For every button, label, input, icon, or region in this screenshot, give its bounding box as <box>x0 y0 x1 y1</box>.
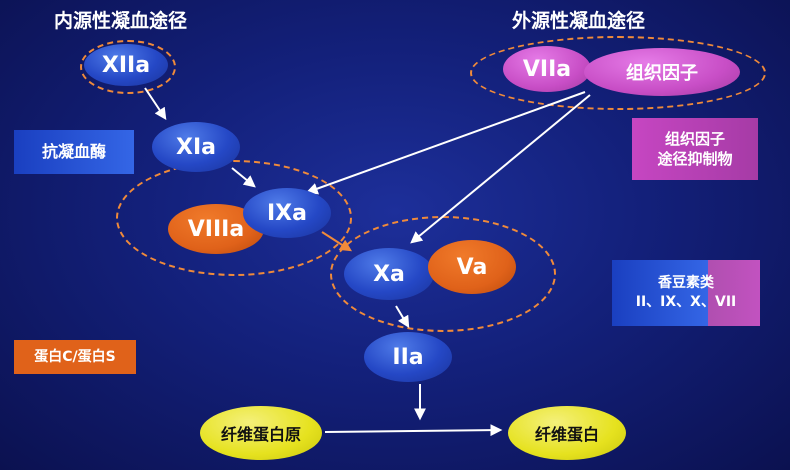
node-va: Va <box>428 240 516 294</box>
node-ixa: IXa <box>243 188 331 238</box>
arrow-fibrinogen-to-fibrin <box>324 424 503 437</box>
intrinsic-pathway-title: 内源性凝血途径 <box>54 10 188 32</box>
node-iia: IIa <box>364 332 452 382</box>
node-fibrinogen: 纤维蛋白原 <box>200 406 322 460</box>
tfpi-label-line2: 途径抑制物 <box>657 150 733 168</box>
node-viia: VIIa <box>503 46 591 92</box>
antithrombin-label: 抗凝血酶 <box>41 142 106 162</box>
node-xa: Xa <box>344 248 434 300</box>
tfpi-box: 组织因子 途径抑制物 <box>632 118 758 180</box>
coumarin-box: 香豆素类 II、IX、X、VII <box>612 260 760 326</box>
node-fibrin: 纤维蛋白 <box>508 406 626 460</box>
tfpi-label-line1: 组织因子 <box>664 129 725 148</box>
protein-cs-box: 蛋白C/蛋白S <box>14 340 136 374</box>
arrow-tf-to-ixa <box>305 91 586 195</box>
node-tissue-factor: 组织因子 <box>584 48 740 96</box>
tissue-factor-complex-outline <box>470 36 766 110</box>
protein-cs-label: 蛋白C/蛋白S <box>34 348 116 365</box>
arrow-xiia-to-xia <box>144 87 167 120</box>
node-xia: XIa <box>152 122 240 172</box>
arrow-xia-to-ixa <box>231 167 256 188</box>
tenase-complex-outline <box>116 160 352 276</box>
arrow-ixa-to-xa <box>321 231 353 252</box>
extrinsic-pathway-title: 外源性凝血途径 <box>512 10 646 32</box>
arrow-tf-to-xa <box>410 94 591 244</box>
coumarin-label-line1: 香豆素类 <box>658 275 714 292</box>
node-xiia: XIIa <box>84 44 168 86</box>
xiia-outline <box>80 40 176 94</box>
antithrombin-box: 抗凝血酶 <box>14 130 134 174</box>
coumarin-label-line2: II、IX、X、VII <box>635 294 737 310</box>
arrow-xa-to-iia <box>395 305 410 329</box>
